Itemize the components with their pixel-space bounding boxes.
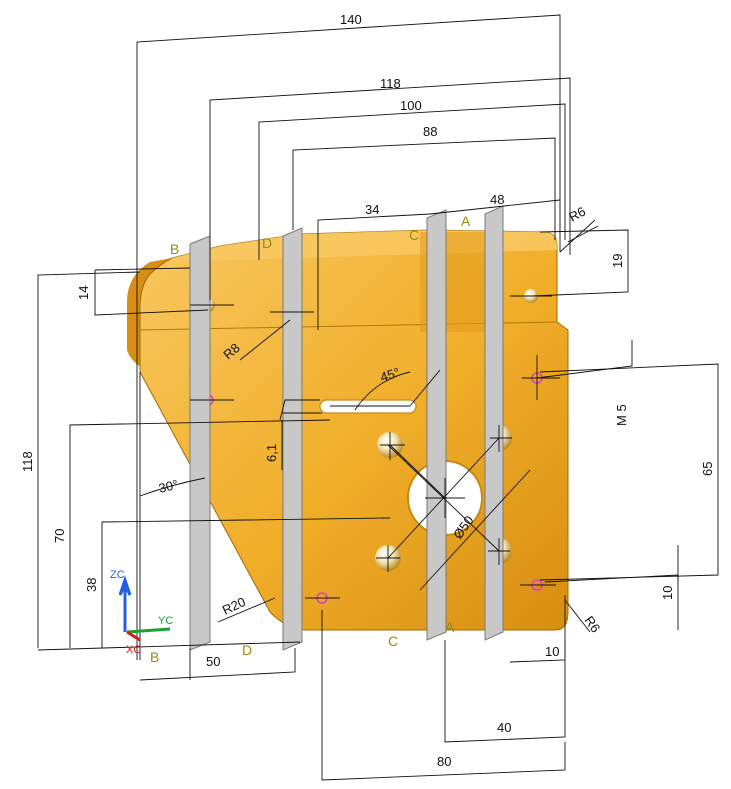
section-label-a-top: A: [461, 213, 471, 229]
axis-label-z: ZC: [110, 569, 125, 581]
z-axis-arrow: [118, 575, 132, 632]
dim-40: 40: [497, 720, 511, 735]
dim-10-right: 10: [660, 586, 675, 600]
dim-10-bottom: 10: [545, 644, 559, 659]
dim-r6-top: R6: [566, 204, 588, 225]
section-label-b-bottom: B: [150, 649, 159, 665]
dim-100: 100: [400, 98, 422, 113]
dim-118-top: 118: [380, 76, 401, 91]
dim-50: 50: [206, 654, 220, 669]
section-label-c-bottom: C: [388, 633, 398, 649]
slot: [319, 399, 417, 414]
dim-70: 70: [52, 529, 67, 543]
dim-118-left: 118: [20, 451, 35, 472]
dim-14: 14: [76, 286, 91, 300]
section-label-d-bottom: D: [242, 642, 252, 658]
dim-r6-bottom: R6: [582, 613, 604, 635]
section-label-a-bottom: A: [445, 619, 455, 635]
dim-30-deg: 30°: [157, 477, 180, 496]
section-label-b-top: B: [170, 241, 179, 257]
section-letters: B D C A B D C A: [150, 213, 471, 665]
dim-88: 88: [423, 124, 437, 139]
dim-38: 38: [84, 578, 99, 592]
dimension-lines: [37, 14, 719, 781]
axis-triad: ZC YC XC: [110, 569, 173, 656]
center-lines: [190, 295, 560, 599]
section-label-c-top: C: [409, 227, 419, 243]
dim-65: 65: [700, 462, 715, 476]
dim-m5: M 5: [614, 404, 629, 426]
dim-80: 80: [437, 754, 451, 769]
section-label-d-top: D: [262, 235, 272, 251]
dim-140: 140: [340, 12, 362, 27]
dim-19: 19: [610, 254, 625, 268]
dim-48: 48: [490, 192, 504, 207]
section-planes: [189, 205, 504, 651]
x-axis-arrow: [126, 630, 141, 642]
dim-6-1: 6,1: [264, 444, 279, 462]
dim-34: 34: [365, 202, 379, 217]
y-axis-arrow: [126, 627, 171, 634]
dim-r20: R20: [220, 594, 248, 618]
dim-45-deg: 45°: [378, 365, 401, 385]
axis-label-x: XC: [126, 644, 141, 656]
axis-label-y: YC: [158, 615, 173, 627]
